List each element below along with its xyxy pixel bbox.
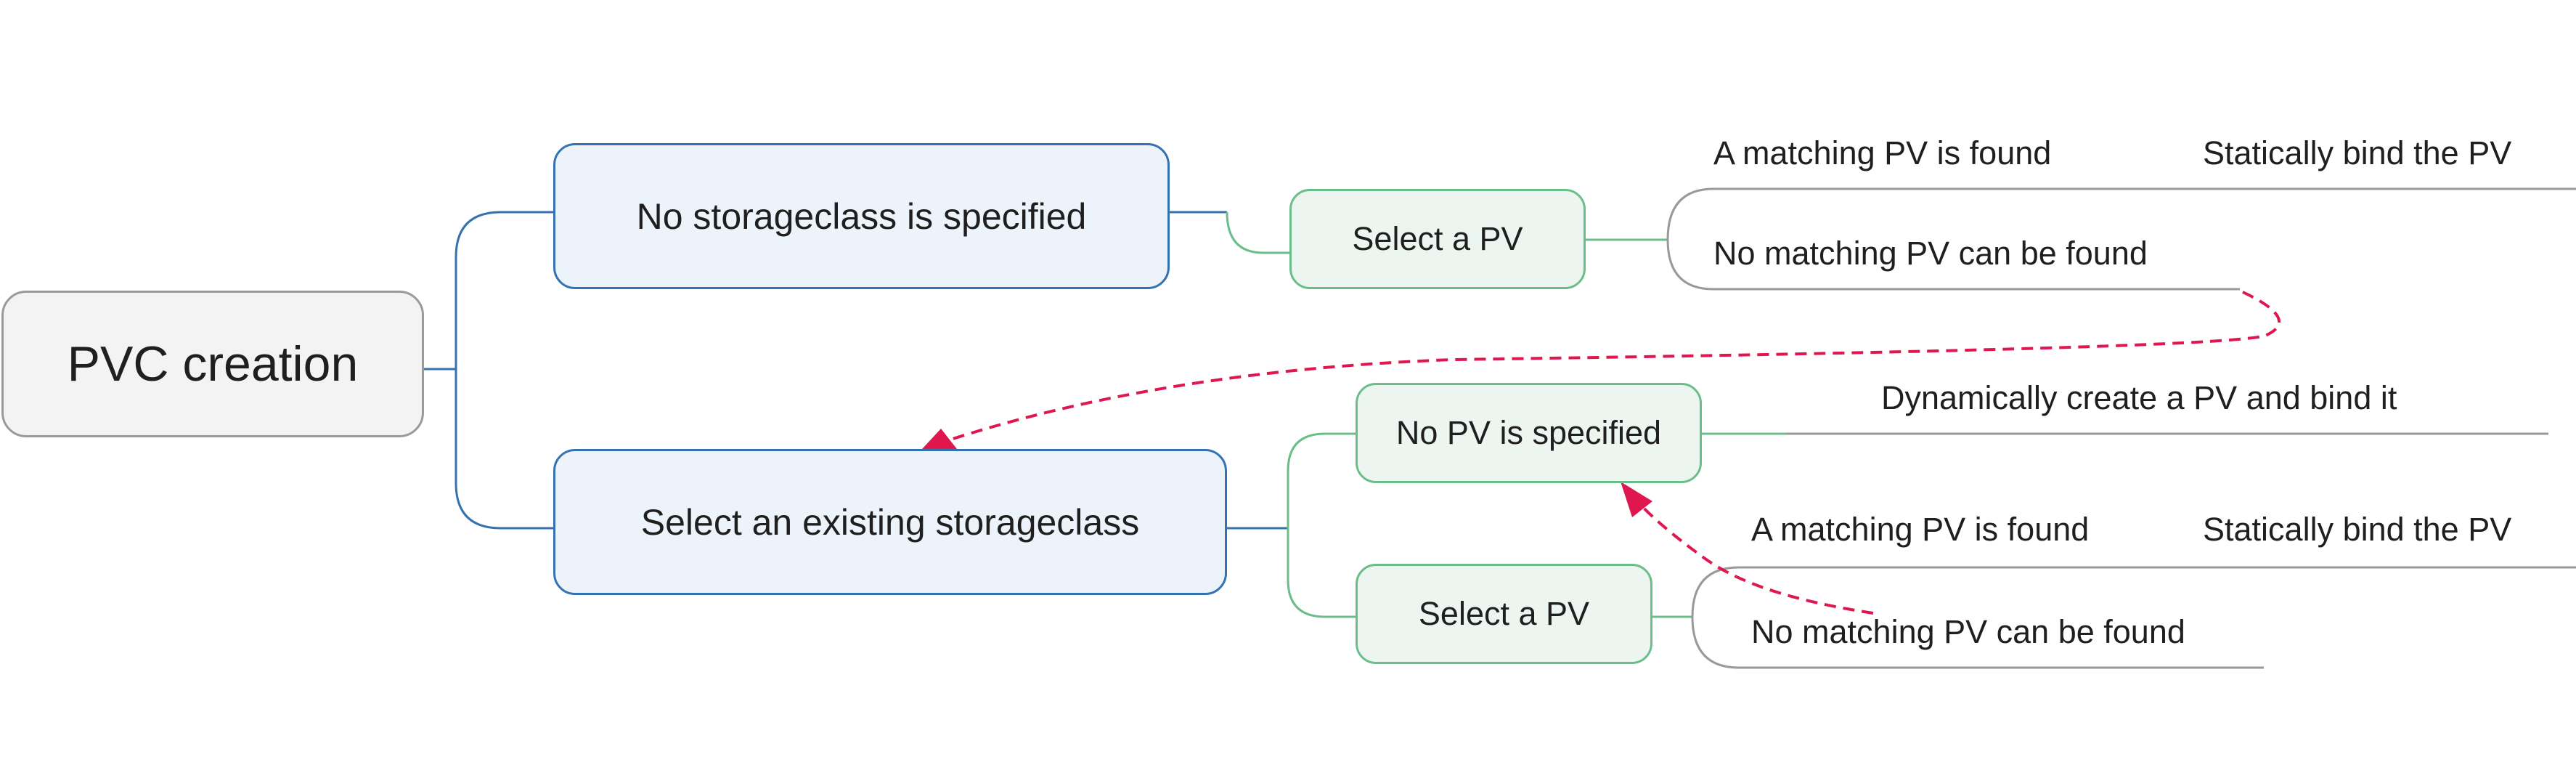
- outcome-result[interactable]: Statically bind the PV: [2203, 134, 2512, 171]
- outcome-result[interactable]: Dynamically create a PV and bind it: [1881, 379, 2397, 416]
- outcome-condition[interactable]: No matching PV can be found: [1713, 235, 2148, 272]
- arrowhead-icon: [1621, 482, 1652, 517]
- node-label: No PV is specified: [1395, 414, 1662, 451]
- node-existing-storageclass[interactable]: Select an existing storageclass: [553, 449, 1227, 595]
- top-select-pv-outcomes: [1586, 187, 2576, 291]
- lower-branch-connector: [1227, 432, 1356, 618]
- outcome-condition[interactable]: A matching PV is found: [1751, 511, 2090, 548]
- node-label: No storageclass is specified: [636, 195, 1087, 237]
- node-select-pv-bottom[interactable]: Select a PV: [1356, 564, 1652, 664]
- arrowhead-icon: [922, 429, 957, 449]
- root-node[interactable]: PVC creation: [1, 291, 424, 437]
- node-label: Select a PV: [1352, 220, 1523, 257]
- cross-link-to-no-pv-specified: [1629, 493, 1874, 615]
- outcome-condition[interactable]: No matching PV can be found: [1751, 613, 2185, 650]
- outcome-result[interactable]: Statically bind the PV: [2203, 511, 2512, 548]
- top-branch-connector: [1170, 211, 1289, 254]
- node-no-storageclass[interactable]: No storageclass is specified: [553, 143, 1170, 289]
- lower-select-pv-outcomes: [1652, 566, 2576, 669]
- node-label: Select an existing storageclass: [640, 501, 1140, 543]
- node-select-pv-top[interactable]: Select a PV: [1289, 189, 1586, 289]
- node-no-pv-specified[interactable]: No PV is specified: [1356, 383, 1702, 483]
- node-label: Select a PV: [1418, 595, 1590, 632]
- root-bracket: [424, 211, 553, 530]
- outcome-condition[interactable]: A matching PV is found: [1713, 134, 2052, 171]
- root-node-label: PVC creation: [67, 336, 359, 392]
